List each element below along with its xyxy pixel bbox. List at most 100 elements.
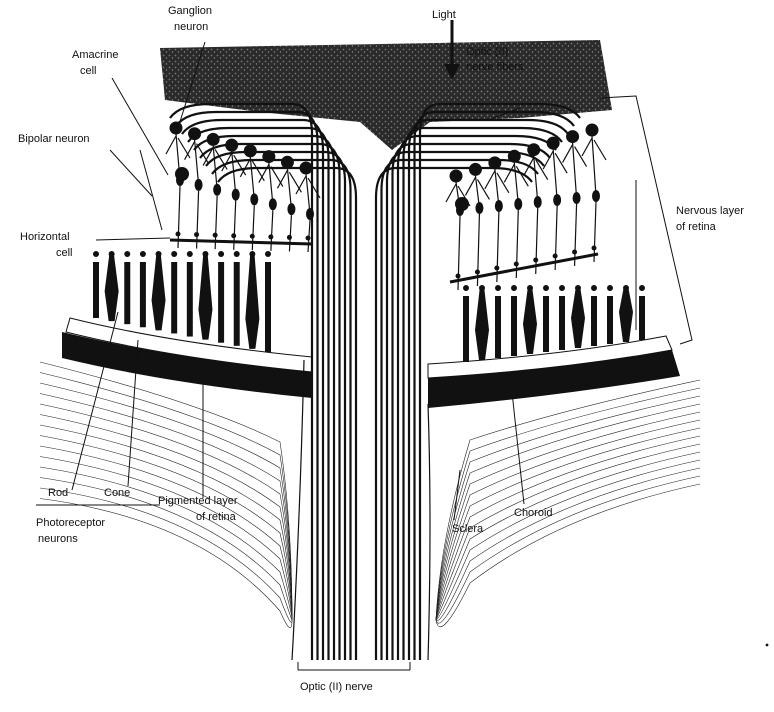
horizontal-cell [449,252,599,284]
synapse-dot [533,257,539,263]
bipolar-dendrite [513,162,519,205]
axon-line-left [217,166,358,660]
rod-cell [559,296,565,350]
bipolar-axon [288,215,293,252]
rod-cell [543,296,549,352]
bipolar-neuron [572,192,581,204]
bipolar-dendrite [494,168,500,207]
ganglion-neuron [449,169,463,183]
ganglion-neuron [280,155,294,169]
sclera-fiber [39,393,293,621]
photoreceptor-nucleus [249,251,256,257]
rod-cell [511,296,517,356]
photoreceptor-nucleus [108,251,115,257]
photoreceptor-nucleus [202,251,209,257]
label-optic-fibers-2: nerve fibers [466,61,524,73]
photoreceptor-nucleus [607,285,613,291]
ganglion-neuron [468,162,482,176]
sclera-fiber [435,427,701,621]
label-optic-nerve: Optic (II) nerve [300,681,373,693]
cone-cell [245,252,260,349]
photoreceptor-nucleus [543,285,549,291]
cone-cell [475,286,489,360]
rod-cell [186,262,193,337]
axon-line-right [374,166,533,660]
label-ganglion: Ganglion [168,5,212,17]
label-horizontal: Horizontal [20,231,70,243]
sclera-left [39,361,293,628]
cone-cell [571,286,585,348]
label-nervous-layer: Nervous layer [676,205,744,217]
rod-cell [233,262,240,346]
sclera-fiber [435,435,701,621]
axon-line-left [199,142,341,660]
photoreceptor-nucleus [623,285,629,291]
label-rod: Rod [48,487,68,499]
bipolar-axon [195,190,200,249]
nerve-sheath-left [291,359,305,661]
stray-dot [765,643,769,647]
synapse-dot [286,234,292,240]
axon-line-right [418,102,581,660]
bipolar-neuron [194,178,203,191]
photoreceptor-nucleus [233,251,240,257]
photoreceptor-nucleus [463,285,469,291]
pigmented-layer-right [427,335,673,379]
synapse-dot [305,235,311,241]
sclera-fiber [39,403,293,621]
sclera-fiber [435,483,701,627]
axon-line-right [380,158,539,660]
sclera-fiber [39,466,293,621]
ganglion-neuron [243,144,257,158]
axon-line-right [396,134,557,660]
sclera-fiber [39,477,293,621]
photoreceptor-nucleus [171,251,178,257]
neurons-right [445,123,607,291]
photoreceptor-nucleus [591,285,597,291]
axon-line-right [385,150,545,660]
label-sclera: Sclera [452,523,484,535]
bipolar-dendrite [533,155,539,203]
nervous-layer-bracket [599,95,693,345]
bipolar-dendrite [249,156,255,200]
rod-cell [463,296,469,362]
sclera-fiber [435,459,701,621]
sclera-fiber [435,379,701,621]
photoreceptor-nucleus [527,285,533,291]
neuron-branch [562,144,588,167]
photoreceptor-nucleus [265,251,271,257]
ganglion-neuron [169,121,183,135]
neuron-branch [542,150,568,174]
label-horizontal-2: cell [56,247,73,259]
synapse-dot [455,273,461,279]
sclera-fiber [39,498,293,628]
axon-line-left [193,134,336,660]
neuron-branch [503,163,529,187]
bipolar-axon [515,209,519,279]
axon-line-left [187,126,330,660]
bipolar-axon [573,203,578,267]
bipolar-axon [593,201,597,263]
bipolar-neuron [553,194,562,206]
label-choroid: Choroid [514,507,553,519]
bipolar-neuron [494,200,503,212]
ganglion-neuron [585,123,599,137]
sclera-fiber [435,467,701,622]
photoreceptor-nucleus [93,251,99,257]
bipolar-neuron [475,202,484,214]
bipolar-axon [177,185,181,249]
sclera-fiber [39,382,293,621]
rod-cell [591,296,597,346]
bipolar-neuron [592,190,600,202]
sclera-right [435,379,701,627]
amacrine-cell [175,167,189,181]
horizontal-cell [169,238,313,246]
bipolar-neuron [533,196,542,208]
rod-cell [124,262,131,325]
rod-cell [495,296,501,358]
label-photoreceptor-2: neurons [38,533,78,545]
label-amacrine: Amacrine [72,49,118,61]
photoreceptor-nucleus [218,251,225,257]
axon-line-right [407,118,569,660]
rod-cell [139,262,146,328]
